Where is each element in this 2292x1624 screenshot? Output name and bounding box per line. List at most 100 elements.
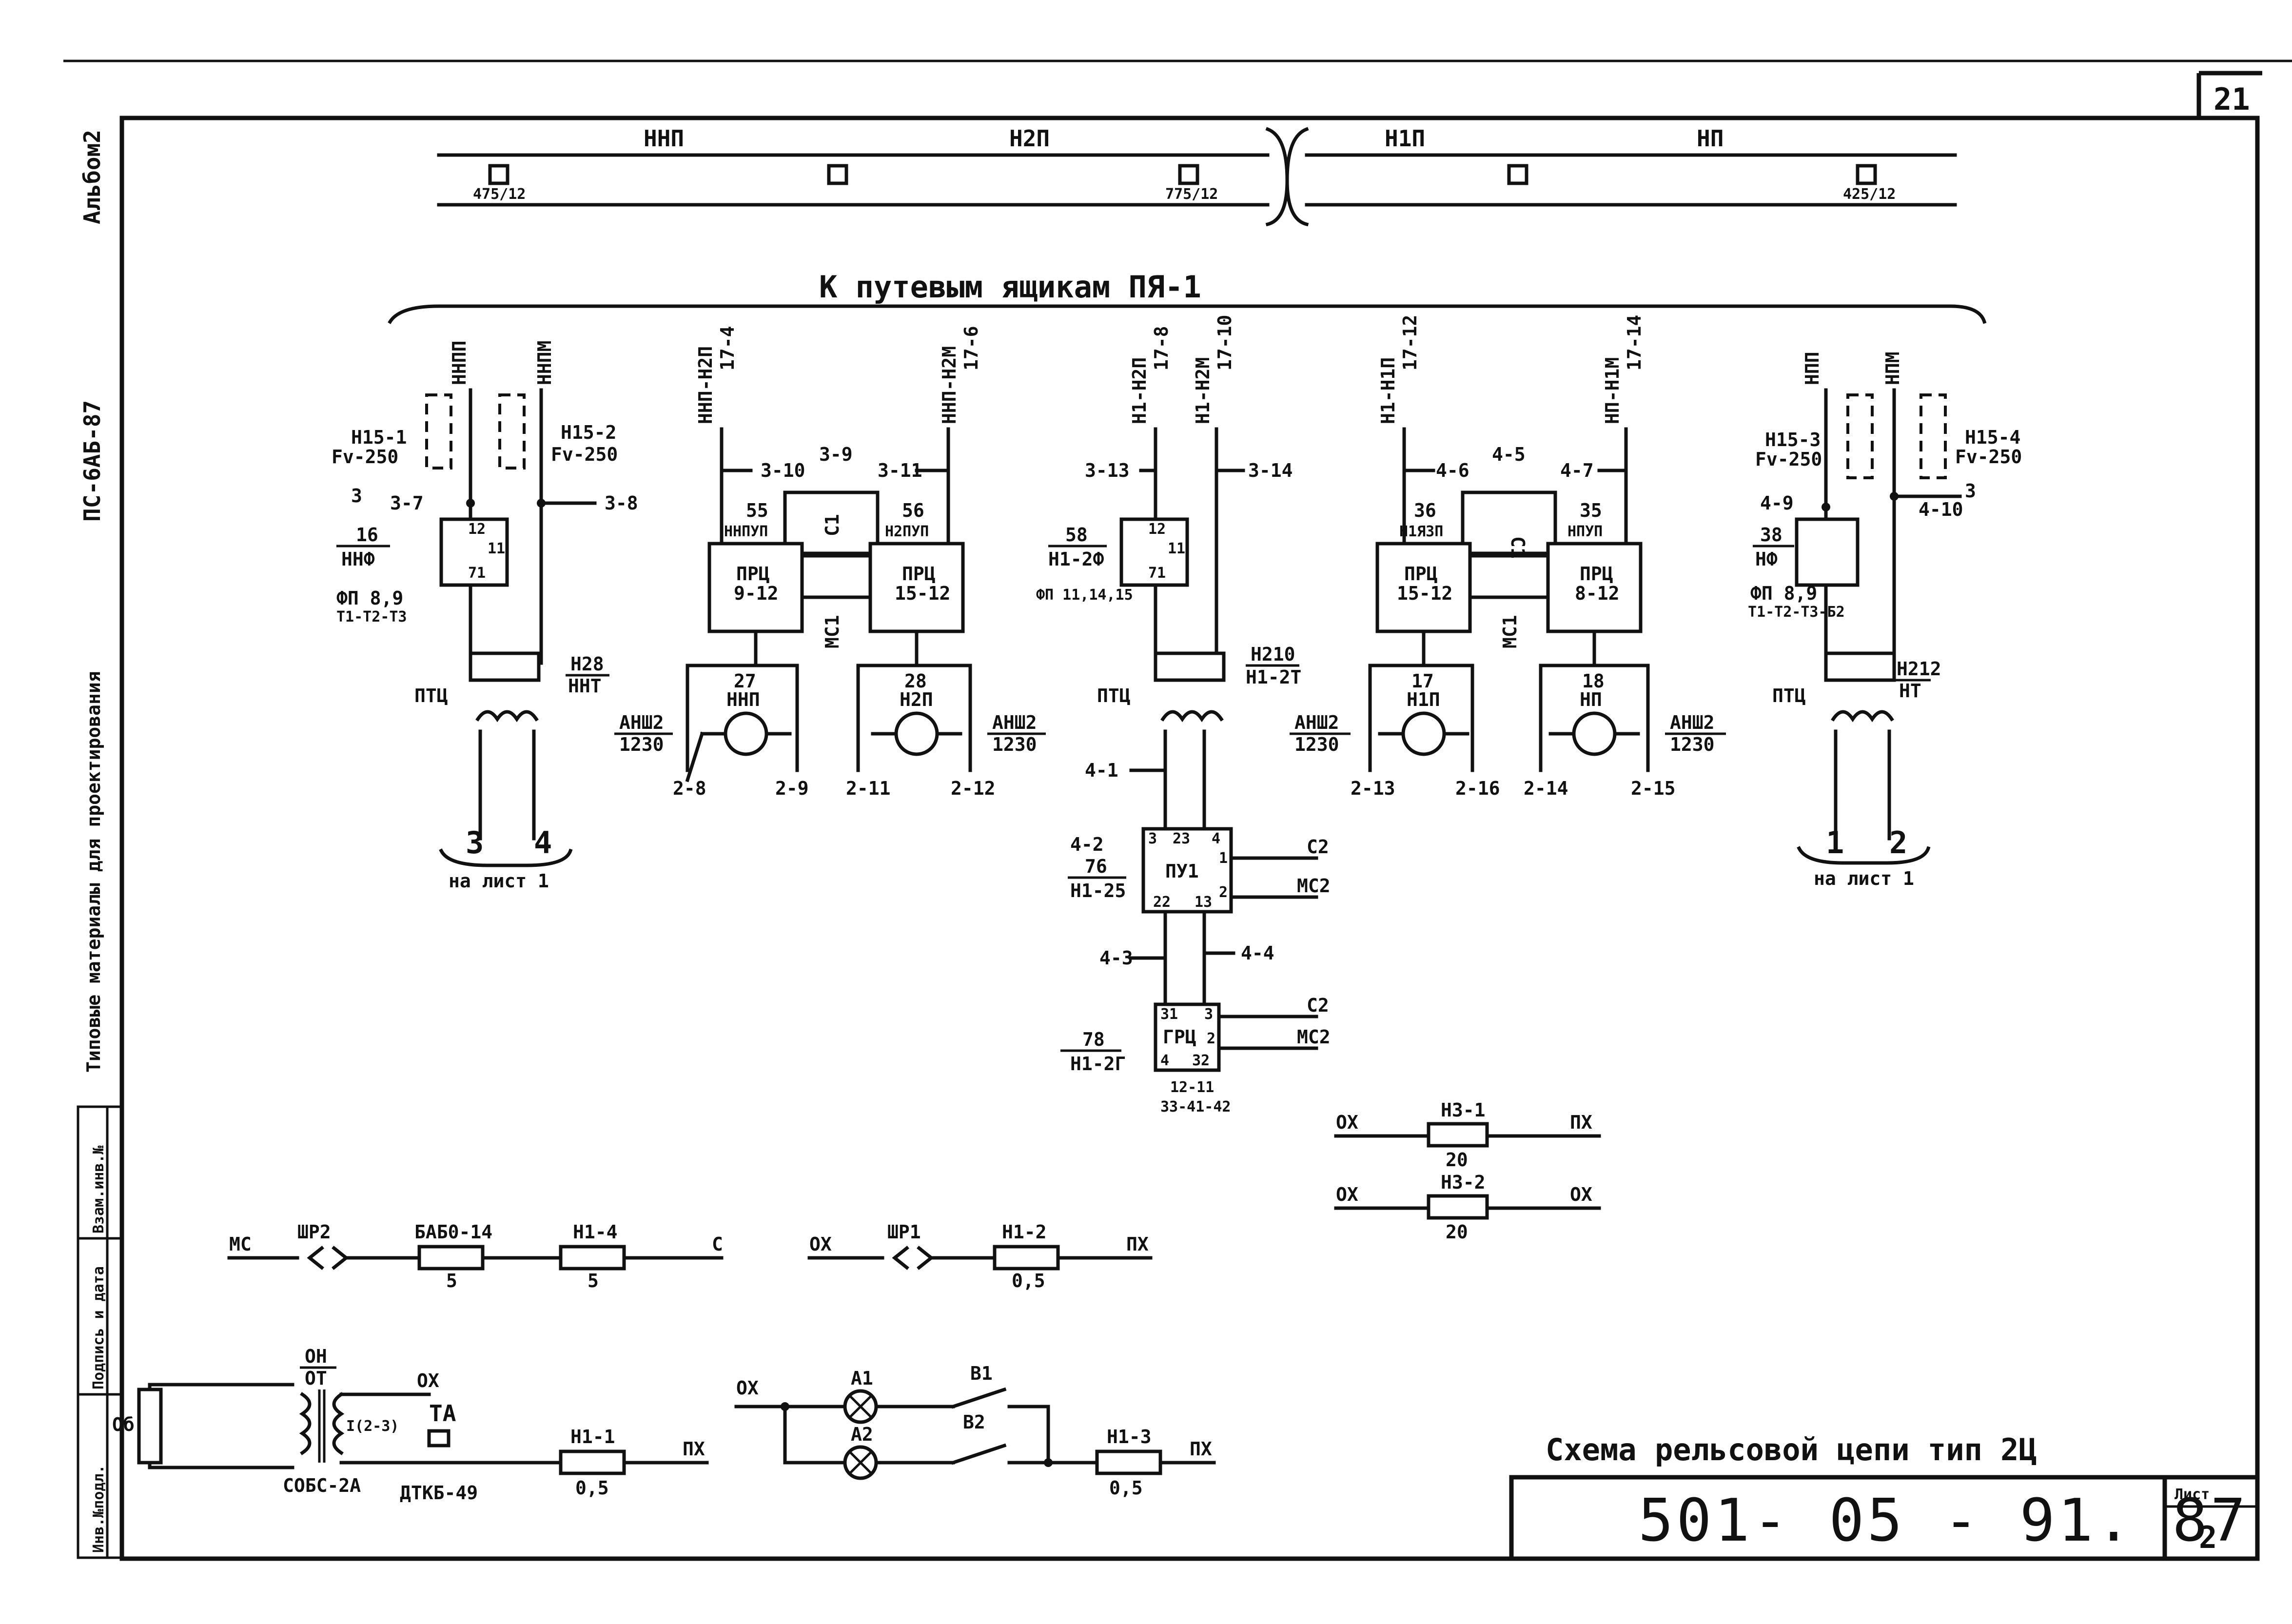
bus-section-nnp: ННП bbox=[644, 125, 684, 152]
center-pu-pin-4: 4 bbox=[1212, 830, 1220, 847]
center-pu-pin-1: 1 bbox=[1219, 850, 1228, 867]
bus-section-n1p: Н1П bbox=[1385, 125, 1425, 152]
left-margin: Альбом2 ПС-6АБ-87 Типовые материалы для … bbox=[77, 130, 123, 1559]
h3-2-val: 20 bbox=[1446, 1221, 1468, 1243]
center-grc-pin-4: 4 bbox=[1160, 1052, 1169, 1069]
np-wire1: Н1-Н1П bbox=[1377, 357, 1399, 424]
left-end-circuit: ННПП ННПМ Н15-1 Fv-250 Н15-2 Fv-250 3-7 … bbox=[332, 340, 638, 892]
np-m1-num: 17 bbox=[1411, 670, 1434, 692]
nnp-r2: Н2ПУП bbox=[885, 523, 929, 540]
np-r2-num: 35 bbox=[1580, 500, 1602, 521]
nnp-b1: 2-8 bbox=[673, 778, 706, 799]
left-pin-71: 71 bbox=[468, 565, 486, 582]
center-grc-pin-31: 31 bbox=[1160, 1006, 1178, 1023]
np-wire1b: 17-12 bbox=[1399, 315, 1421, 371]
center-grc-pin-2: 2 bbox=[1207, 1030, 1215, 1047]
left-pin-12: 12 bbox=[468, 521, 486, 538]
lamp-chain: ОХ А1 А2 В1 В2 Н1-3 0,5 ПХ bbox=[734, 1363, 1216, 1499]
supply-dtkb: ДТКБ-49 bbox=[400, 1482, 478, 1504]
right-to-sheet: на лист 1 bbox=[1814, 868, 1914, 889]
schema-title: Схема рельсовой цепи тип 2Ц bbox=[1546, 1432, 2037, 1467]
center-grc-pin-32: 32 bbox=[1192, 1052, 1210, 1069]
np-prc1: ПРЦ bbox=[1404, 563, 1438, 585]
center-t2: 3-14 bbox=[1248, 460, 1293, 481]
np-b3: 2-14 bbox=[1524, 778, 1568, 799]
supply-coil: I(2-3) bbox=[346, 1418, 399, 1435]
center-pu-num: 76 bbox=[1085, 856, 1107, 877]
np-r2: НПУП bbox=[1567, 523, 1603, 540]
right-fp: ФП 8,9 bbox=[1750, 583, 1817, 604]
nnp-b3: 2-11 bbox=[846, 778, 891, 799]
center-r-num: 58 bbox=[1065, 524, 1088, 546]
supply-res-val: 0,5 bbox=[575, 1477, 609, 1499]
center-grc-pin-3: 3 bbox=[1204, 1006, 1213, 1023]
left-to-sheet: на лист 1 bbox=[449, 870, 549, 892]
np-b2: 2-16 bbox=[1455, 778, 1500, 799]
supply-ox: ОХ bbox=[417, 1370, 439, 1391]
np-r1: Н1ЯЗП bbox=[1399, 523, 1443, 540]
margin-cell-vzam: Взам.инв.№ bbox=[90, 1145, 107, 1233]
right-term-b: 4-10 bbox=[1919, 499, 1963, 520]
path-boxes-heading: К путевым ящикам ПЯ-1 bbox=[819, 269, 1201, 305]
left-fuse1-type: Fv-250 bbox=[332, 446, 398, 468]
joint-425-12: 425/12 bbox=[1843, 186, 1896, 203]
np-prc1-pos: 15-12 bbox=[1397, 583, 1452, 604]
nnp-m2-num: 28 bbox=[904, 670, 927, 692]
nnp-ansh-l: АНШ2 bbox=[619, 712, 664, 733]
left-out-4: 4 bbox=[534, 825, 552, 861]
typical-materials-label: Типовые материалы для проектирования bbox=[83, 671, 104, 1073]
stamp-code: 501- 05 - 91. 87 bbox=[1638, 1487, 2249, 1555]
center-pu-pin-23: 23 bbox=[1173, 830, 1190, 847]
center-wire1: Н1-Н2П bbox=[1129, 357, 1150, 424]
top-bus: ННП Н2П Н1П НП 475/12 775/12 425/12 bbox=[437, 125, 1957, 227]
lamp-ox: ОХ bbox=[736, 1377, 759, 1399]
center-t42: 4-2 bbox=[1070, 834, 1104, 855]
np-mc1: МС1 bbox=[1499, 615, 1521, 648]
supply-r: ПХ bbox=[683, 1438, 705, 1460]
nnp-ansh-r-val: 1230 bbox=[992, 734, 1037, 755]
center-pu-pin-13: 13 bbox=[1195, 894, 1212, 911]
stamp-list-label: Лист bbox=[2174, 1486, 2210, 1503]
center-pu-pin-22: 22 bbox=[1153, 894, 1171, 911]
supply-res: Н1-1 bbox=[570, 1426, 615, 1448]
right-fuse2: Н15-4 bbox=[1965, 427, 2020, 448]
center-pu: ПУ1 bbox=[1165, 861, 1199, 882]
right-relay-num: 38 bbox=[1760, 524, 1783, 546]
left-term-a: 3-7 bbox=[390, 492, 424, 514]
right-fuse1: Н15-3 bbox=[1765, 429, 1821, 450]
nnp-prc1-pos: 9-12 bbox=[734, 583, 779, 604]
h3-2-name: Н3-2 bbox=[1441, 1172, 1486, 1193]
supply-gh: ОН bbox=[305, 1346, 327, 1367]
lamp-b2: В2 bbox=[963, 1411, 985, 1433]
ox-r: ПХ bbox=[1126, 1233, 1149, 1255]
sheet-number-top: 21 bbox=[2214, 81, 2250, 117]
center-wire1b: 17-8 bbox=[1151, 326, 1172, 371]
nnp-t1: 3-10 bbox=[761, 460, 805, 481]
center-grc: ГРЦ bbox=[1163, 1026, 1196, 1048]
margin-cell-sign: Подпись и дата bbox=[90, 1266, 107, 1389]
bus-section-n2p: Н2П bbox=[1009, 125, 1050, 152]
right-term-a: 4-9 bbox=[1760, 492, 1794, 514]
left-xf2: ННТ bbox=[568, 675, 602, 697]
stamp-list-number: 2 bbox=[2199, 1520, 2217, 1555]
h3-1-l: ОХ bbox=[1336, 1112, 1358, 1133]
center-pu-pin-2: 2 bbox=[1219, 884, 1228, 901]
np-m2: НП bbox=[1580, 689, 1602, 710]
right-out-2: 2 bbox=[1889, 825, 1907, 861]
nnp-prc2: ПРЦ bbox=[902, 563, 936, 585]
center-c2-b: С2 bbox=[1307, 995, 1329, 1016]
page-frame: 21 bbox=[63, 59, 2292, 1561]
left-wire2: ННПМ bbox=[534, 340, 555, 385]
left-ptc: ПТЦ bbox=[414, 685, 448, 706]
ms-label: МС bbox=[229, 1233, 252, 1255]
left-relay-num: 16 bbox=[356, 524, 378, 546]
nnp-prc2-pos: 15-12 bbox=[895, 583, 950, 604]
title-stamp: 501- 05 - 91. 87 Лист 2 Схема рельсовой … bbox=[1509, 1432, 2257, 1559]
center-pin-71: 71 bbox=[1148, 565, 1166, 582]
nnp-t3: 3-11 bbox=[878, 460, 922, 481]
ox-label: ОХ bbox=[809, 1233, 832, 1255]
center-xf: Н210 bbox=[1251, 644, 1295, 665]
np-prc2: ПРЦ bbox=[1580, 563, 1613, 585]
nnp-b4: 2-12 bbox=[951, 778, 996, 799]
